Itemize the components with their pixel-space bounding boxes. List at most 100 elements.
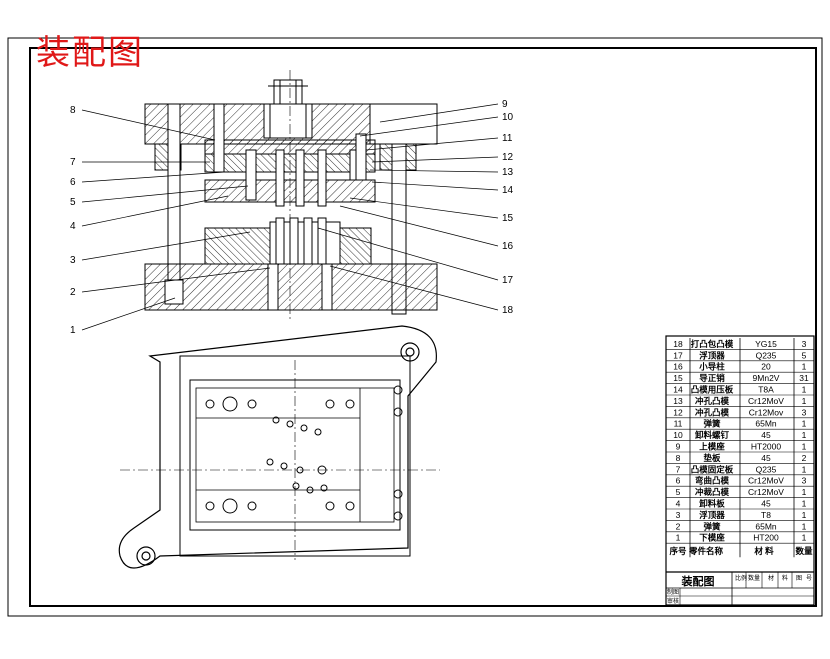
bom-cell-name: 弹簧 xyxy=(703,521,721,531)
bom-cell-material: T8 xyxy=(761,510,771,520)
bom-cell-material: 9Mn2V xyxy=(753,373,780,383)
bom-cell-qty: 31 xyxy=(799,373,809,383)
tb-col-5: 号 xyxy=(806,575,812,582)
bom-cell-material: Cr12Mov xyxy=(749,407,784,417)
plan-view-holes xyxy=(205,385,403,521)
bom-cell-name: 卸料螺钉 xyxy=(695,430,730,440)
bom-cell-no: 5 xyxy=(676,487,681,497)
bom-cell-name: 浮顶器 xyxy=(699,350,725,360)
label-2: 2 xyxy=(70,287,76,298)
tb-col-2: 材 xyxy=(768,574,774,582)
bom-cell-name: 打凸包凸模 xyxy=(691,339,734,349)
bom-cell-no: 2 xyxy=(676,521,681,531)
plan-hole xyxy=(222,498,238,514)
bom-cell-name: 凸模固定板 xyxy=(691,464,734,474)
bom-cell-material: 45 xyxy=(761,430,771,440)
bom-cell-no: 14 xyxy=(673,385,683,395)
bom-cell-qty: 1 xyxy=(802,430,807,440)
label-15: 15 xyxy=(502,213,514,224)
bom-cell-no: 10 xyxy=(673,430,683,440)
bom-cell-qty: 1 xyxy=(802,510,807,520)
label-17: 17 xyxy=(502,275,514,286)
bom-cell-name: 上模座 xyxy=(699,442,725,452)
label-8: 8 xyxy=(70,105,76,116)
plan-hole xyxy=(266,458,274,466)
tb-row-1: 审核 xyxy=(667,597,679,605)
bom-cell-name: 浮顶器 xyxy=(699,510,725,520)
bom-cell-name: 小导柱 xyxy=(698,362,725,372)
bom-cell-name: 冲孔凸模 xyxy=(695,396,730,406)
bom-cell-no: 7 xyxy=(676,464,681,474)
drawing-title: 装配图 xyxy=(36,33,144,73)
plan-hole xyxy=(393,385,403,395)
label-4: 4 xyxy=(70,221,76,232)
bom-cell-material: Cr12MoV xyxy=(748,487,784,497)
part-leaders xyxy=(81,103,499,331)
bom-cell-name: 冲裁凸模 xyxy=(695,487,730,497)
label-14: 14 xyxy=(502,185,514,196)
bom-cell-material: 20 xyxy=(761,362,771,372)
plan-view xyxy=(118,325,440,569)
label-1: 1 xyxy=(70,325,76,336)
bom-cell-material: Cr12MoV xyxy=(748,396,784,406)
bom-cell-qty: 1 xyxy=(802,464,807,474)
bom-cell-no: 11 xyxy=(674,419,683,429)
plan-hole xyxy=(345,399,355,409)
bom-cell-material: 45 xyxy=(761,453,771,463)
label-10: 10 xyxy=(502,112,514,123)
tb-col-0: 比例 xyxy=(735,574,747,582)
plan-hole xyxy=(393,407,403,417)
plan-hole xyxy=(393,489,403,499)
bom-header-qty: 数量 xyxy=(795,546,813,556)
outer-border xyxy=(7,37,823,617)
label-13: 13 xyxy=(502,167,514,178)
bom-cell-no: 9 xyxy=(676,442,681,452)
bom-cell-material: Cr12MoV xyxy=(748,476,784,486)
plan-hole xyxy=(272,416,280,424)
bom-cell-no: 4 xyxy=(676,499,681,509)
bom-cell-name: 凸模用压板 xyxy=(691,385,734,395)
part-numbers: 8 7 6 5 4 3 2 1 9 10 11 12 13 14 15 16 1… xyxy=(70,99,514,336)
bom-cell-no: 1 xyxy=(676,533,681,543)
bom-cell-material: HT2000 xyxy=(751,442,782,452)
bom-cell-qty: 1 xyxy=(802,396,807,406)
bom-cell-material: Q235 xyxy=(756,350,777,360)
bom-cell-name: 卸料板 xyxy=(699,499,725,509)
plan-hole xyxy=(317,465,327,475)
label-5: 5 xyxy=(70,197,76,208)
plan-hole xyxy=(205,501,215,511)
bom-cell-qty: 3 xyxy=(802,407,807,417)
bom-cell-no: 16 xyxy=(673,362,683,372)
title-block-name: 装配图 xyxy=(681,574,715,588)
bom-cell-name: 下模座 xyxy=(699,533,725,543)
bom-header-name: 零件名称 xyxy=(688,546,724,556)
bom-cell-material: Q235 xyxy=(756,464,777,474)
bom-cell-qty: 1 xyxy=(802,419,807,429)
inner-border xyxy=(29,47,817,607)
bom-cell-no: 15 xyxy=(673,373,683,383)
bom-cell-qty: 1 xyxy=(802,521,807,531)
bom-header-material: 材 料 xyxy=(753,546,774,556)
label-16: 16 xyxy=(502,241,514,252)
section-view xyxy=(144,70,438,320)
bom-cell-name: 弹簧 xyxy=(703,419,721,429)
bom-cell-material: T8A xyxy=(758,385,774,395)
label-7: 7 xyxy=(70,157,76,168)
bom-cell-no: 18 xyxy=(673,339,683,349)
bom-cell-qty: 1 xyxy=(802,385,807,395)
label-6: 6 xyxy=(70,177,76,188)
bom-cell-no: 6 xyxy=(676,476,681,486)
plan-hole xyxy=(320,484,328,492)
plan-hole xyxy=(286,420,294,428)
bom-cell-name: 冲孔凸模 xyxy=(695,407,730,417)
plan-hole xyxy=(247,399,257,409)
bom-cell-qty: 3 xyxy=(802,476,807,486)
tb-row-0: 制图 xyxy=(667,588,679,596)
label-9: 9 xyxy=(502,99,508,110)
plan-hole xyxy=(393,511,403,521)
label-18: 18 xyxy=(502,305,514,316)
label-3: 3 xyxy=(70,255,76,266)
